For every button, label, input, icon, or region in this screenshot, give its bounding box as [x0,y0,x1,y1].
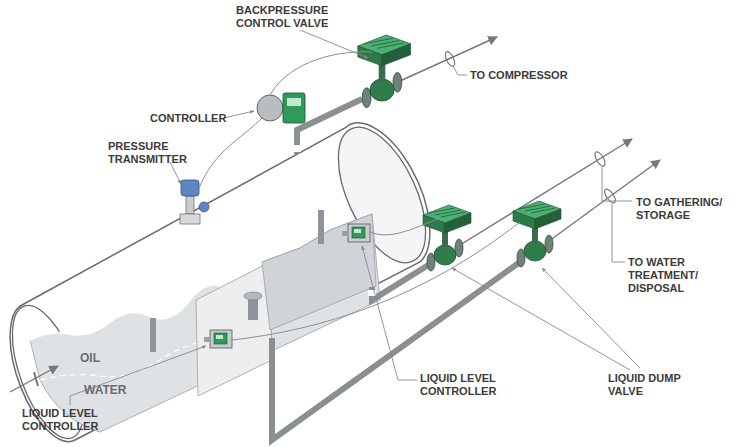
inlet-arrow [10,366,58,392]
leader-line [300,30,368,58]
liquid-dump-valve [513,201,561,267]
controller-display [287,98,301,106]
callout-label: LIQUID DUMP VALVE [608,372,704,398]
callout-label: LIQUID LEVEL CONTROLLER [22,407,132,433]
liquid-level-controller [342,224,370,242]
leader-line [362,246,417,380]
transmitter-stem [186,196,194,214]
destination-label: TO GATHERING/ STORAGE [636,196,740,222]
pipe-break [293,145,301,152]
signal-wire [270,52,372,95]
controller-housing [257,95,283,121]
transmitter-head [181,180,199,196]
pressure-controller [257,93,305,123]
liquid-level-controller [204,330,232,348]
internal-pipe [244,292,262,300]
pressure-transmitter [180,180,209,224]
gas-pipe [297,99,362,154]
pipe-ring [443,50,456,67]
controller-face [283,93,305,123]
signal-wire [232,222,520,340]
internal-pipe [150,318,156,352]
signal-wires [199,52,520,340]
signal-wire [199,118,262,188]
flow-arrow [460,139,632,245]
leader-line [612,204,625,262]
leader-line [452,268,630,370]
callout-label: CONTROLLER [150,112,230,125]
leader-line [70,346,206,405]
callout-label: BACKPRESSURE CONTROL VALVE [236,4,346,30]
leader-line [170,162,181,184]
phase-label: WATER [84,384,144,397]
leader-lines [70,30,640,405]
leader-line [224,111,254,118]
transmitter-head [199,202,209,212]
internal-pipe [318,210,324,244]
leader-line [542,268,640,368]
callout-label: LIQUID LEVEL CONTROLLER [420,372,532,398]
callout-label: PRESSURE TRANSMITTER [108,140,192,166]
pipe-ring [593,150,607,167]
destination-label: TO WATER TREATMENT/ DISPOSAL [628,256,714,295]
water-pipe [272,262,520,440]
gas-outlet-line [297,35,497,154]
water-outlet-line [272,160,660,440]
signal-wire [370,218,440,235]
inlet-mark [34,372,38,386]
destination-label: TO COMPRESSOR [470,69,590,82]
leader-line [453,66,467,75]
phase-label: OIL [80,352,120,365]
weir-plate [196,262,272,396]
backpressure-control-valve [358,35,411,108]
separator-vessel [0,114,444,447]
transmitter-manifold [180,214,200,224]
leader-line [602,166,632,201]
pipe-ring [603,187,618,204]
